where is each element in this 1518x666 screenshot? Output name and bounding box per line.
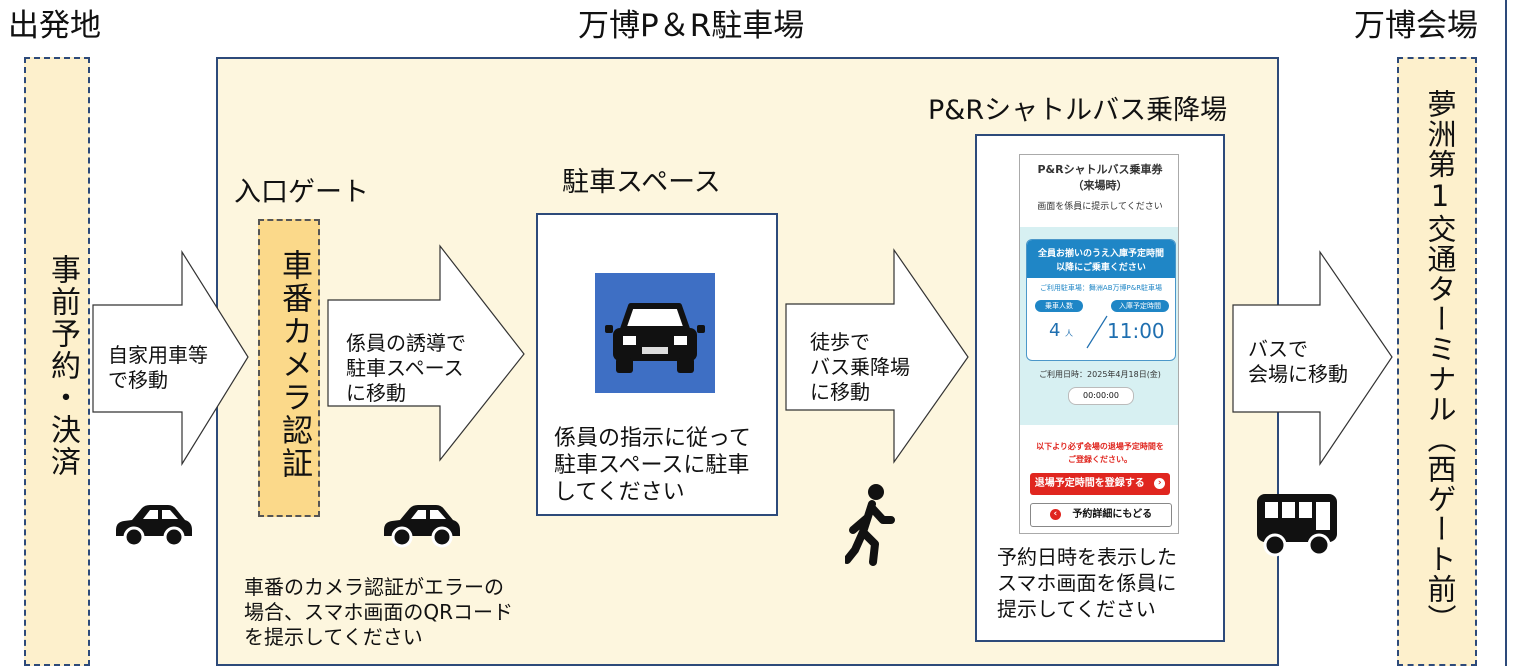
pill-passengers: 乗車人数 — [1035, 300, 1083, 312]
ticket-head-1: 全員お揃いのうえ入庫予定時間 — [1037, 249, 1164, 259]
phone-clock: 00:00:00 — [1068, 387, 1134, 405]
register-exit-label: 退場予定時間を登録する — [1034, 478, 1145, 489]
gate-label: 入口ゲート — [234, 177, 369, 208]
passenger-unit: 人 — [1065, 329, 1073, 338]
gate-box: 車番カメラ認証 — [258, 219, 320, 517]
arrow-4-text: バスで 会場に移動 — [1248, 337, 1348, 386]
phone-title-2: （来場時） — [1072, 179, 1128, 192]
walking-person-icon — [845, 484, 895, 566]
parking-title: 万博P＆R駐車場 — [578, 8, 805, 44]
arrow-2 — [327, 244, 525, 462]
origin-column-text: 事前予約・決済 — [45, 254, 80, 478]
gate-box-text: 車番カメラ認証 — [276, 249, 312, 480]
origin-column: 事前予約・決済 — [24, 57, 90, 666]
register-exit-button[interactable]: 退場予定時間を登録する › — [1030, 473, 1170, 495]
gate-error-note: 車番のカメラ認証がエラーの 場合、スマホ画面のQRコード を提示してください — [244, 575, 514, 649]
car-front-icon — [605, 303, 705, 373]
shuttle-text: 予約日時を表示した スマホ画面を係員に 提示してください — [997, 545, 1177, 621]
phone-sub: 画面を係員に提示してください — [1037, 202, 1163, 212]
car-side-icon — [116, 505, 192, 548]
venue-column: 夢洲第1交通ターミナル（西ゲート前） — [1397, 57, 1477, 666]
arrival-time: 11:00 — [1107, 319, 1165, 343]
phone-title-1: P&Rシャトルバス乗車券 — [1037, 163, 1163, 176]
parking-space-text: 係員の指示に従って 駐車スペースに駐車 してください — [554, 426, 751, 505]
venue-title: 万博会場 — [1354, 8, 1478, 44]
ticket-card: 全員お揃いのうえ入庫予定時間 以降にご乗車ください ご利用駐車場：舞洲AB万博P… — [1026, 239, 1176, 361]
pill-time: 入庫予定時間 — [1111, 300, 1169, 312]
arrow-2-text: 係員の誘導で 駐車スペース に移動 — [346, 331, 466, 405]
arrow-4 — [1232, 250, 1393, 466]
arrow-3-text: 徒歩で バス乗降場 に移動 — [810, 330, 910, 404]
phone-screen: P&Rシャトルバス乗車券 （来場時） 画面を係員に提示してください 全員お揃いの… — [1019, 154, 1179, 534]
ticket-head-2: 以降にご乗車ください — [1056, 263, 1146, 273]
red-note-1: 以下より必ず会場の退場予定時間を — [1036, 442, 1164, 451]
venue-column-text: 夢洲第1交通ターミナル（西ゲート前） — [1423, 89, 1457, 634]
back-to-details-button[interactable]: ‹ 予約詳細にもどる — [1030, 503, 1172, 527]
shuttle-label: P&Rシャトルバス乗降場 — [928, 95, 1228, 126]
chevron-left-icon: ‹ — [1049, 508, 1061, 520]
bus-icon — [1257, 494, 1337, 557]
shuttle-box: P&Rシャトルバス乗車券 （来場時） 画面を係員に提示してください 全員お揃いの… — [975, 134, 1225, 642]
passenger-count: 4 — [1049, 320, 1061, 341]
arrow-1-text: 自家用車等 で移動 — [108, 343, 208, 392]
chevron-right-icon: › — [1154, 477, 1166, 489]
origin-title: 出発地 — [8, 8, 101, 44]
red-note-2: ご登録ください。 — [1068, 455, 1132, 464]
parking-space-label: 駐車スペース — [562, 167, 721, 198]
back-to-details-label: 予約詳細にもどる — [1072, 509, 1153, 520]
car-side-icon-2 — [384, 505, 460, 548]
ticket-location: ご利用駐車場：舞洲AB万博P&R駐車場 — [1039, 284, 1163, 292]
arrow-3 — [785, 248, 969, 464]
arrow-1 — [92, 249, 249, 467]
right-border — [1505, 0, 1507, 666]
parking-space-box: 係員の指示に従って 駐車スペースに駐車 してください — [536, 213, 778, 516]
slash-divider — [1086, 315, 1108, 349]
car-tile — [595, 273, 715, 393]
phone-date: ご利用日時：2025年4月18日(金) — [1039, 370, 1161, 379]
